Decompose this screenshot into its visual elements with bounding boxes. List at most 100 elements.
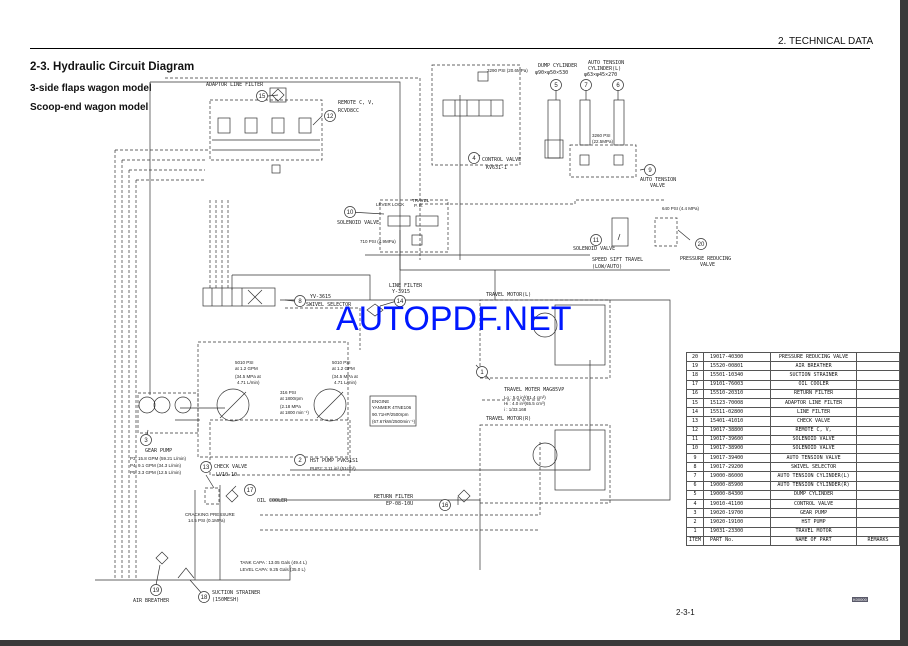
part-item: 2 bbox=[685, 517, 705, 528]
part-item: 14 bbox=[685, 407, 705, 418]
remote-cv-switch bbox=[271, 164, 281, 174]
control-valve-spool bbox=[442, 99, 504, 117]
section-header: 2. TECHNICAL DATA bbox=[778, 36, 874, 47]
part-number: 19000-84300 bbox=[703, 489, 772, 501]
part-name: AUTO TENSION VALVE bbox=[770, 453, 858, 464]
dump-cylinder-symbol bbox=[547, 99, 561, 159]
label-travel-pb2: P. B. bbox=[414, 203, 423, 208]
line-filter-symbol bbox=[366, 303, 384, 317]
col-part-no: PART No. bbox=[703, 535, 772, 546]
label-cracking1: CRACKING PRESSURE bbox=[185, 512, 235, 517]
part-item: 12 bbox=[685, 425, 705, 436]
label-remote-cv-model: RCVD8CC bbox=[338, 108, 359, 114]
part-number: 15511-02800 bbox=[703, 407, 772, 418]
label-dump-cylinder: DUMP CYLINDER bbox=[538, 63, 578, 69]
image-code: K00000 bbox=[852, 597, 868, 602]
page-title: 2-3. Hydraulic Circuit Diagram bbox=[30, 61, 195, 73]
bubble-15: 15 bbox=[259, 94, 266, 100]
label-tm-lo: Lo : 5.0 in³(81.4 cm³) bbox=[504, 395, 546, 400]
bubble-17: 17 bbox=[247, 488, 254, 494]
part-name: SOLENOID VALVE bbox=[770, 434, 858, 445]
oil-cooler-symbol bbox=[225, 489, 239, 503]
subtitle-3-side-flaps: 3-side flaps wagon model bbox=[30, 83, 152, 94]
part-remarks bbox=[856, 397, 900, 409]
part-remarks bbox=[856, 453, 900, 464]
part-name: SUCTION STRAINER bbox=[770, 370, 858, 381]
bubble-7: 7 bbox=[584, 83, 588, 89]
label-pump-a2: at 1.2 GPM bbox=[235, 366, 258, 371]
part-number: 19017-29200 bbox=[703, 462, 772, 473]
pressure-reducing-valve-symbol bbox=[654, 217, 678, 247]
part-item: 6 bbox=[685, 480, 705, 491]
part-name: LINE FILTER bbox=[770, 407, 858, 418]
label-travel-motor-l: TRAVEL MOTOR(L) bbox=[486, 292, 531, 298]
part-name: ADAPTOR LINE FILTER bbox=[770, 397, 858, 409]
engine-box bbox=[369, 395, 417, 427]
bubble-4: 4 bbox=[472, 156, 476, 162]
air-breather-symbol bbox=[155, 551, 169, 565]
label-pressure-reducing: PRESSURE REDUCING bbox=[680, 256, 731, 262]
part-name: AUTO TENSION CYLINDER(L) bbox=[770, 471, 858, 482]
label-auto-tension-valve2: VALVE bbox=[650, 183, 665, 189]
label-relief-640: 640 PSI (4.4 MPa) bbox=[662, 206, 700, 211]
part-number: 19000-85900 bbox=[703, 480, 772, 491]
part-name: CONTROL VALVE bbox=[770, 498, 858, 510]
bubble-10: 10 bbox=[347, 210, 354, 216]
part-number: 19031-23300 bbox=[703, 526, 772, 537]
part-remarks bbox=[856, 361, 900, 372]
part-item: 17 bbox=[685, 379, 705, 390]
part-name: OIL COOLER bbox=[770, 379, 858, 390]
label-swivel-model: YV-3615 bbox=[310, 294, 331, 300]
part-name: SWIVEL SELECTOR bbox=[770, 462, 858, 473]
part-item: 19 bbox=[685, 361, 705, 372]
label-travel-pb: TRAVEL bbox=[412, 198, 430, 203]
bubble-16: 16 bbox=[442, 503, 449, 509]
bubble-14: 14 bbox=[397, 299, 404, 305]
part-remarks bbox=[856, 508, 900, 519]
part-number: 19020-19100 bbox=[703, 517, 772, 528]
label-pump-a4: 4.71 L/min) bbox=[237, 380, 260, 385]
part-remarks bbox=[856, 416, 900, 427]
bubble-8: 8 bbox=[298, 299, 302, 305]
label-solenoid-valve: SOLENOID VALVE bbox=[337, 220, 379, 226]
label-pump-b3: (34.5 MPa at bbox=[332, 374, 359, 379]
bubble-11: 11 bbox=[593, 238, 600, 244]
part-number: 19000-86000 bbox=[703, 471, 772, 482]
part-item: 13 bbox=[685, 416, 705, 427]
watermark: AUTOPDF.NET bbox=[336, 300, 572, 338]
label-check-valve-model: LV10-10 bbox=[216, 472, 237, 478]
part-number: 19017-39400 bbox=[703, 453, 772, 464]
bubble-20: 20 bbox=[698, 242, 705, 248]
hst-pump-symbols bbox=[197, 341, 349, 458]
solenoid-valve-11-symbol bbox=[611, 217, 629, 247]
label-engine4: (67.67kW/2500min⁻¹) bbox=[372, 419, 416, 424]
part-remarks bbox=[856, 471, 900, 482]
label-air-breather: AIR BREATHER bbox=[133, 598, 170, 604]
label-pump-a3: (34.5 MPa at bbox=[235, 374, 262, 379]
part-number: 15401-41010 bbox=[703, 416, 772, 427]
remote-cv-block bbox=[209, 99, 323, 161]
label-tm-ratio: i : 1/33.168 bbox=[504, 407, 527, 412]
label-speed-shift: SPEED SIFT TRAVEL bbox=[592, 257, 643, 263]
label-suction-strainer2: (150MESH) bbox=[212, 597, 239, 603]
part-remarks bbox=[856, 462, 900, 473]
label-line-filter: LINE FILTER bbox=[389, 283, 423, 289]
header-rule bbox=[30, 48, 870, 49]
part-item: 5 bbox=[685, 489, 705, 501]
bubble-12: 12 bbox=[327, 114, 334, 120]
part-name: TRAVEL MOTOR bbox=[770, 526, 858, 537]
part-number: 19017-39600 bbox=[703, 434, 772, 445]
label-return-filter-model: EP-08-10U bbox=[386, 501, 413, 507]
label-relief-710: 710 PSI (4.9MPa) bbox=[360, 239, 396, 244]
